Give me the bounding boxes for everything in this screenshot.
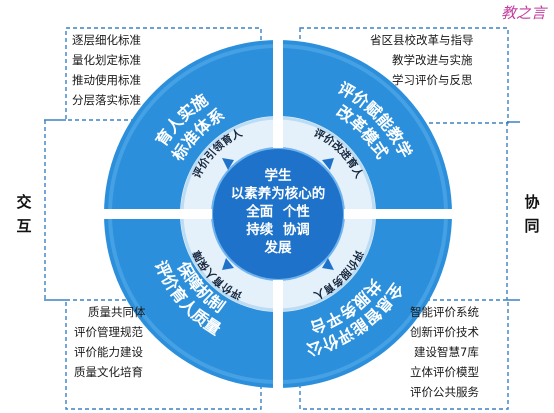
arrow-tl (222, 158, 234, 170)
center-line-1: 学生 (265, 167, 292, 184)
center-line-4: 持续 协调 (246, 221, 309, 238)
arrow-br (322, 258, 334, 270)
list-item: 推动使用标准 (72, 73, 141, 87)
list-item: 评价能力建设 (74, 345, 143, 359)
list-item: 质量共同体 (88, 305, 146, 319)
center-line-2: 以素养为核心的 (231, 185, 326, 202)
list-item: 评价公共服务 (410, 385, 479, 399)
arrow-bl (222, 258, 234, 270)
side-label-collaboration: 协同 (522, 190, 542, 238)
center-disc (212, 148, 344, 280)
list-item: 逐层细化标准 (72, 33, 141, 47)
list-item: 智能评价系统 (410, 305, 479, 319)
center-line-3: 全面 个性 (245, 203, 310, 220)
side-label-char: 互 (16, 217, 32, 235)
arrows (222, 158, 334, 270)
side-label-char: 交 (16, 193, 32, 211)
list-bottom-right: 智能评价系统 创新评价技术 建设智慧7库 立体评价模型 评价公共服务 (410, 302, 479, 402)
list-item: 分层落实标准 (72, 93, 141, 107)
list-item: 学习评价与反思 (392, 73, 473, 87)
side-label-char: 协 (524, 193, 540, 211)
list-item: 立体评价模型 (410, 365, 479, 379)
list-item: 教学改进与实施 (392, 53, 473, 67)
list-item: 省区县校改革与指导 (370, 33, 474, 47)
list-top-left: 逐层细化标准 量化划定标准 推动使用标准 分层落实标准 (72, 30, 141, 110)
list-item: 创新评价技术 (410, 325, 479, 339)
quadrant-dividers (100, 36, 456, 392)
list-top-right: 省区县校改革与指导 教学改进与实施 学习评价与反思 (370, 30, 474, 90)
list-item: 量化划定标准 (72, 53, 141, 67)
list-item: 评价管理规范 (74, 325, 143, 339)
watermark: 教之言 (500, 4, 546, 22)
list-item: 质量文化培育 (74, 365, 143, 379)
side-label-interaction: 交互 (14, 190, 34, 238)
center-line-5: 发展 (264, 239, 292, 256)
list-bottom-left: 质量共同体 评价管理规范 评价能力建设 质量文化培育 (74, 302, 146, 382)
list-item: 建设智慧7库 (414, 345, 479, 359)
side-label-char: 同 (524, 217, 540, 235)
arrow-tr (322, 158, 334, 170)
